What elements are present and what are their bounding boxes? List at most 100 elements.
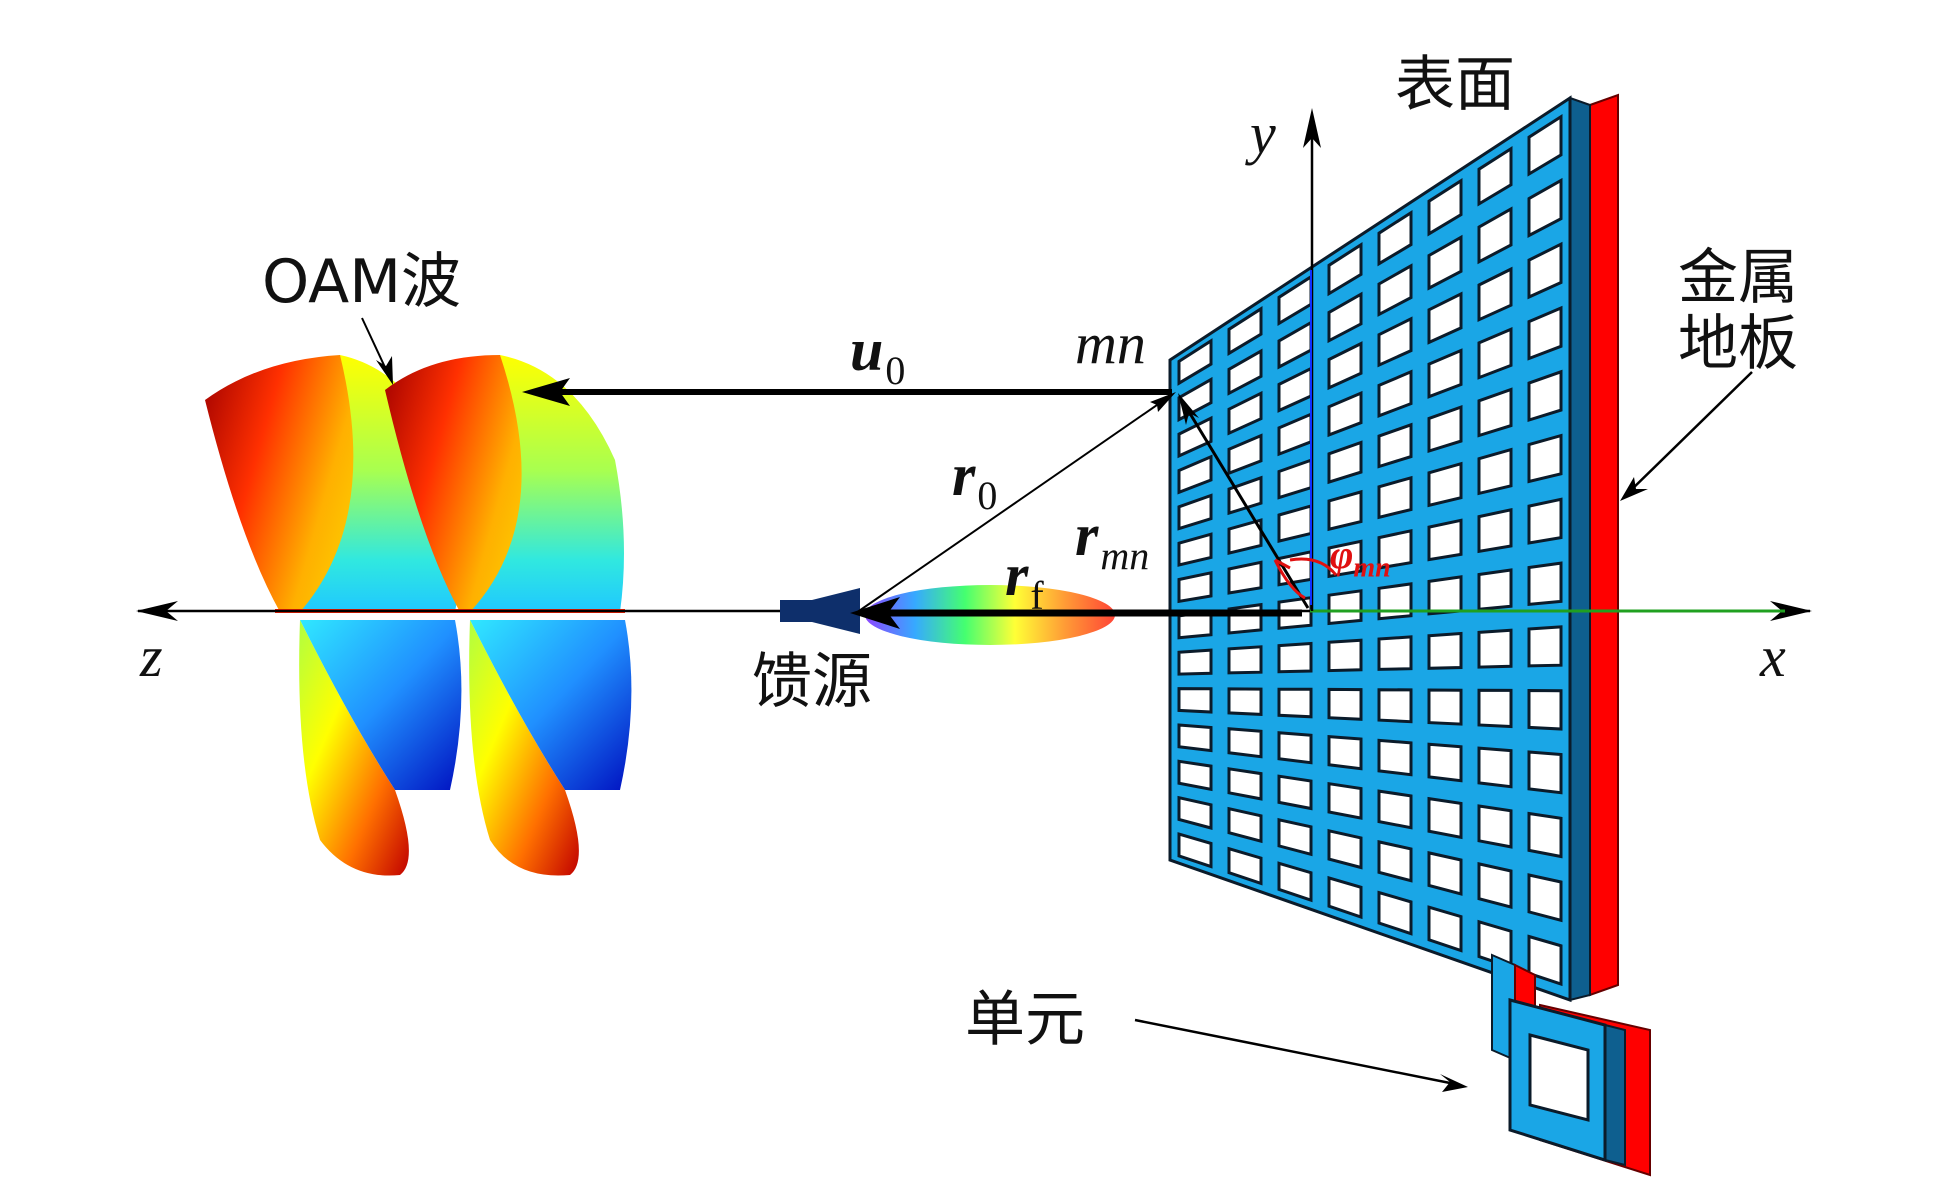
surface-cell-aperture bbox=[1177, 415, 1213, 459]
surface-cell-aperture bbox=[1327, 638, 1363, 673]
surface-cell-aperture bbox=[1427, 518, 1463, 562]
surface-cell-aperture bbox=[1477, 862, 1513, 910]
surface-cell-aperture bbox=[1377, 789, 1413, 830]
oam-wave-disk-1 bbox=[205, 355, 462, 876]
surface-cell-aperture bbox=[1427, 631, 1463, 670]
surface-cell-aperture bbox=[1227, 433, 1263, 476]
axis-z-label: z bbox=[140, 624, 163, 689]
surface-cell-aperture bbox=[1377, 263, 1413, 317]
surface-cell-aperture bbox=[1377, 475, 1413, 520]
oam-wave-graphic bbox=[205, 355, 632, 876]
surface-cell-aperture bbox=[1277, 641, 1313, 674]
surface-cell-aperture bbox=[1477, 688, 1513, 729]
surface-cell-aperture bbox=[1277, 687, 1313, 719]
surface-cell-aperture bbox=[1227, 390, 1263, 436]
vector-u0-label: u0 bbox=[850, 317, 906, 393]
surface-cell-aperture bbox=[1327, 687, 1363, 721]
surface-cell-aperture bbox=[1327, 734, 1363, 771]
surface-cell-aperture bbox=[1277, 817, 1313, 857]
surface-cell-aperture bbox=[1177, 832, 1213, 869]
feed-source-label: 馈源 bbox=[752, 647, 872, 717]
metal-ground-plate bbox=[1589, 93, 1619, 997]
surface-cell-aperture bbox=[1227, 602, 1263, 635]
surface-cell-aperture bbox=[1177, 648, 1213, 676]
surface-cell-aperture bbox=[1177, 338, 1213, 386]
surface-cell-aperture bbox=[1377, 840, 1413, 883]
feed-horn bbox=[780, 588, 860, 634]
surface-cell-aperture bbox=[1477, 628, 1513, 669]
unit-pointer bbox=[1134, 1018, 1461, 1087]
surface-cell-aperture bbox=[1377, 209, 1413, 267]
surface-cell-aperture bbox=[1327, 875, 1363, 920]
element-mn-label: mn bbox=[1075, 311, 1146, 376]
surface-cell-aperture bbox=[1427, 851, 1463, 896]
surface-side-edge bbox=[1569, 96, 1591, 1002]
metal-ground-label-line2: 地板 bbox=[1678, 309, 1798, 379]
surface-cell-aperture bbox=[1477, 327, 1513, 380]
surface-cell-aperture bbox=[1477, 145, 1513, 207]
surface-cell-aperture bbox=[1427, 905, 1463, 953]
surface-cell-aperture bbox=[1527, 369, 1563, 423]
unit-cell-graphic bbox=[1491, 953, 1651, 1177]
y-axis-arrowhead bbox=[1303, 108, 1321, 148]
surface-cell-aperture bbox=[1227, 846, 1263, 886]
metal-ground-label: 金属 地板 bbox=[1678, 245, 1798, 377]
surface-cell-aperture bbox=[1227, 687, 1263, 716]
surface-cell-aperture bbox=[1227, 645, 1263, 675]
surface-cell-aperture bbox=[1177, 759, 1213, 792]
surface-cell-aperture bbox=[1177, 795, 1213, 830]
vector-r0-label: r0 bbox=[952, 442, 998, 518]
surface-cell-aperture bbox=[1527, 177, 1563, 238]
surface-cell-aperture bbox=[1327, 440, 1363, 485]
surface-cell-aperture bbox=[1477, 447, 1513, 496]
surface-cell-aperture bbox=[1477, 804, 1513, 849]
vector-r0 bbox=[855, 395, 1171, 614]
surface-cell-aperture bbox=[1327, 781, 1363, 820]
surface-cell-aperture bbox=[1477, 507, 1513, 554]
surface-cell-aperture bbox=[1527, 433, 1563, 484]
surface-cell-aperture bbox=[1377, 635, 1413, 671]
surface-cell-aperture bbox=[1477, 746, 1513, 789]
surface-cell-aperture bbox=[1527, 688, 1563, 731]
surface-cell-aperture bbox=[1227, 475, 1263, 516]
surface-cell-aperture bbox=[1427, 234, 1463, 291]
surface-cell-aperture bbox=[1327, 589, 1363, 626]
surface-cell-aperture bbox=[1377, 369, 1413, 418]
surface-cell-aperture bbox=[1427, 177, 1463, 237]
surface-cell-aperture bbox=[1277, 774, 1313, 811]
surface-cell-aperture bbox=[1427, 796, 1463, 840]
unit-cell-label: 单元 bbox=[965, 985, 1085, 1055]
surface-cell-aperture bbox=[1527, 750, 1563, 795]
surface-cell-aperture bbox=[1427, 404, 1463, 454]
surface-cell-aperture bbox=[1377, 688, 1413, 724]
surface-cells bbox=[1177, 113, 1563, 987]
surface-cell-aperture bbox=[1427, 575, 1463, 616]
x-axis-arrowhead bbox=[1770, 601, 1812, 621]
surface-cell-aperture bbox=[1327, 341, 1363, 391]
oam-wave-disk-2 bbox=[385, 355, 632, 876]
surface-cell-aperture bbox=[1227, 306, 1263, 356]
vector-rmn bbox=[1181, 401, 1310, 609]
surface-cell-aperture bbox=[1177, 687, 1213, 714]
surface-cell-aperture bbox=[1227, 806, 1263, 844]
surface-cell-aperture bbox=[1427, 688, 1463, 726]
metal-ground-label-line1: 金属 bbox=[1678, 243, 1798, 313]
oam-wave-label: OAM波 bbox=[262, 247, 461, 317]
vector-rmn-label: rmn bbox=[1075, 502, 1150, 578]
surface-cell-aperture bbox=[1527, 305, 1563, 361]
pointer-arrows bbox=[361, 317, 1753, 1092]
surface-panel bbox=[1168, 95, 1572, 1003]
surface-cell-aperture bbox=[1177, 454, 1213, 495]
surface-cell-aperture bbox=[1527, 934, 1563, 987]
surface-cell-aperture bbox=[1327, 828, 1363, 870]
surface-cell-aperture bbox=[1377, 528, 1413, 570]
surface-cell-aperture bbox=[1177, 493, 1213, 531]
surface-cell-aperture bbox=[1427, 461, 1463, 508]
surface-label: 表面 bbox=[1395, 50, 1515, 120]
ground-pointer bbox=[1625, 371, 1753, 496]
axis-x-label: x bbox=[1760, 624, 1786, 689]
surface-cell-aperture bbox=[1527, 497, 1563, 545]
surface-cell-aperture bbox=[1527, 113, 1563, 177]
surface-cell-aperture bbox=[1477, 206, 1513, 265]
